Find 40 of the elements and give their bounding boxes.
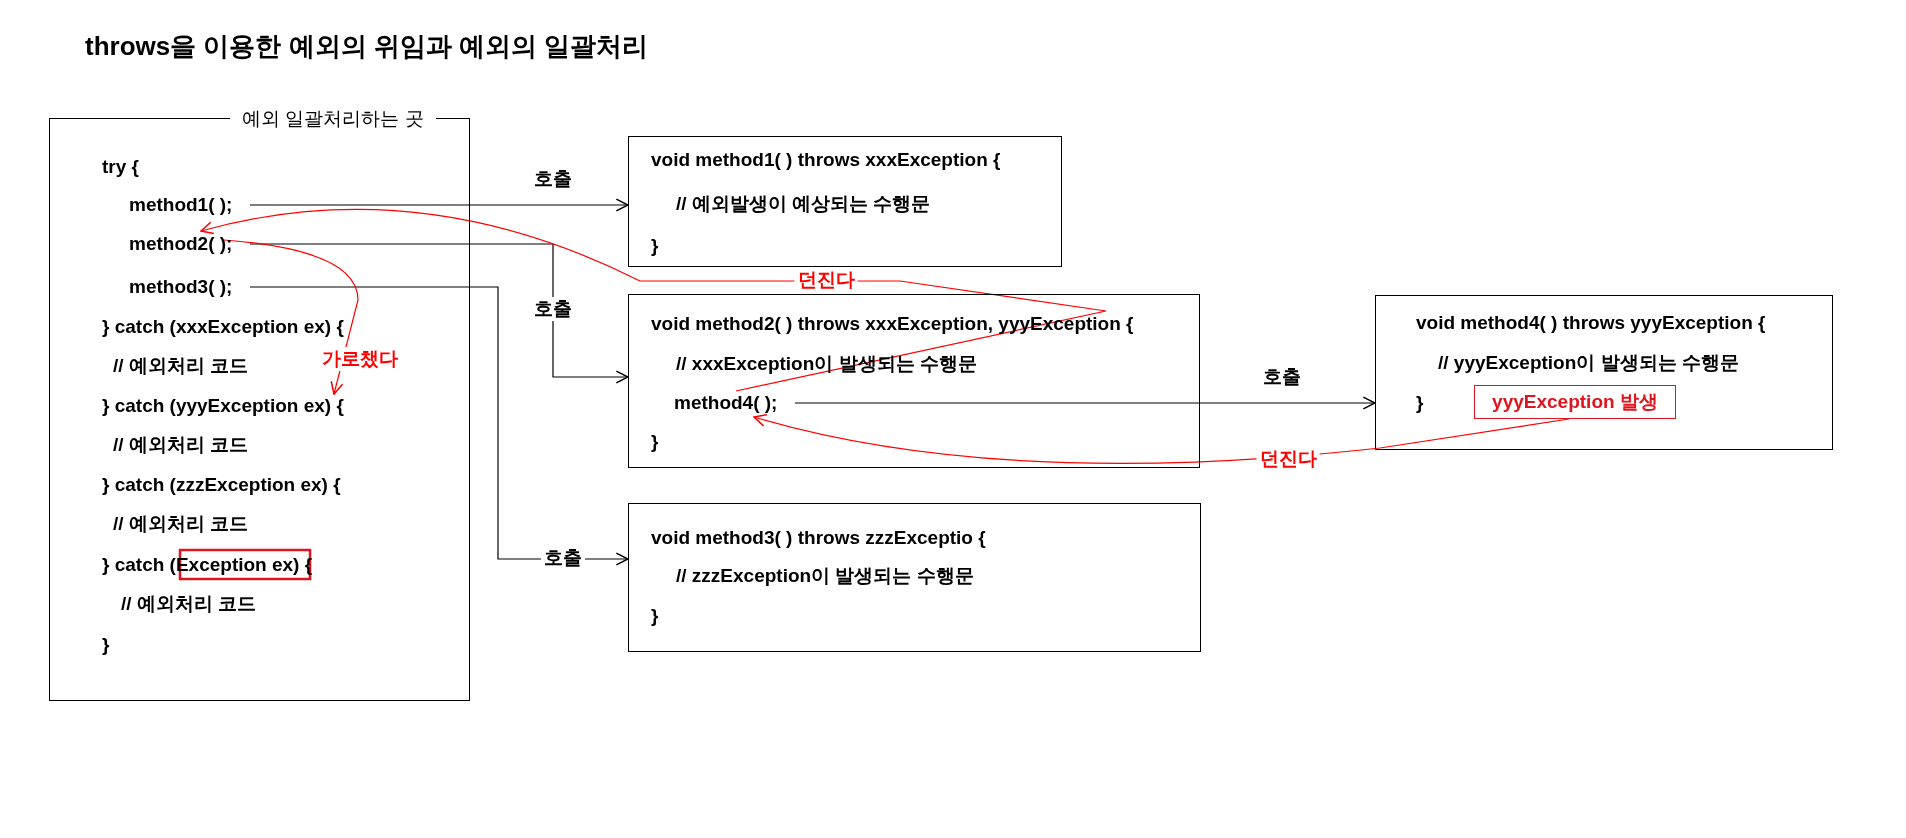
arrow bbox=[249, 243, 629, 384]
method-box bbox=[628, 503, 1201, 652]
diagram-title: throws을 이용한 예외의 위임과 예외의 일괄처리 bbox=[85, 30, 649, 62]
code-comment: // 예외발생이 예상되는 수행문 bbox=[676, 192, 931, 216]
code-line: method1( ); bbox=[129, 193, 233, 217]
code-comment: // 예외처리 코드 bbox=[113, 354, 249, 378]
code-comment: // zzzException이 발생되는 수행문 bbox=[676, 564, 974, 588]
code-line: } catch (zzzException ex) { bbox=[102, 473, 341, 497]
code-line: void method4( ) throws yyyException { bbox=[1416, 311, 1766, 335]
method-box bbox=[628, 294, 1200, 468]
method-box bbox=[628, 136, 1062, 267]
arrow bbox=[753, 413, 1570, 464]
exception-tag: yyyException 발생 bbox=[1474, 385, 1676, 419]
arrow bbox=[223, 239, 359, 395]
code-comment: // yyyException이 발생되는 수행문 bbox=[1438, 351, 1739, 375]
code-line: } bbox=[651, 604, 659, 628]
panel-title: 예외 일괄처리하는 곳 bbox=[230, 107, 436, 131]
edge-label: 가로챘다 bbox=[319, 347, 401, 371]
arrow bbox=[249, 286, 629, 566]
code-comment: // 예외처리 코드 bbox=[113, 433, 249, 457]
code-line: void method3( ) throws zzzExceptio { bbox=[651, 526, 986, 550]
edge-label: 호출 bbox=[541, 546, 585, 570]
edge-label: 던진다 bbox=[1256, 447, 1320, 471]
code-line: } bbox=[1416, 391, 1424, 415]
code-line: method3( ); bbox=[129, 275, 233, 299]
code-line: } catch (yyyException ex) { bbox=[102, 394, 344, 418]
arrow bbox=[200, 208, 1107, 392]
arrow bbox=[794, 396, 1376, 410]
method-box bbox=[1375, 295, 1833, 450]
code-line: } bbox=[651, 234, 659, 258]
code-line: void method1( ) throws xxxException { bbox=[651, 148, 1001, 172]
code-line: } bbox=[651, 430, 659, 454]
code-comment: // 예외처리 코드 bbox=[121, 592, 257, 616]
code-line: try { bbox=[102, 155, 139, 179]
edge-label: 던진다 bbox=[794, 268, 858, 292]
code-comment: // 예외처리 코드 bbox=[113, 512, 249, 536]
code-line: } bbox=[102, 633, 110, 657]
arrow bbox=[249, 198, 629, 212]
code-line: method4( ); bbox=[674, 391, 778, 415]
code-line: } catch (xxxException ex) { bbox=[102, 315, 344, 339]
